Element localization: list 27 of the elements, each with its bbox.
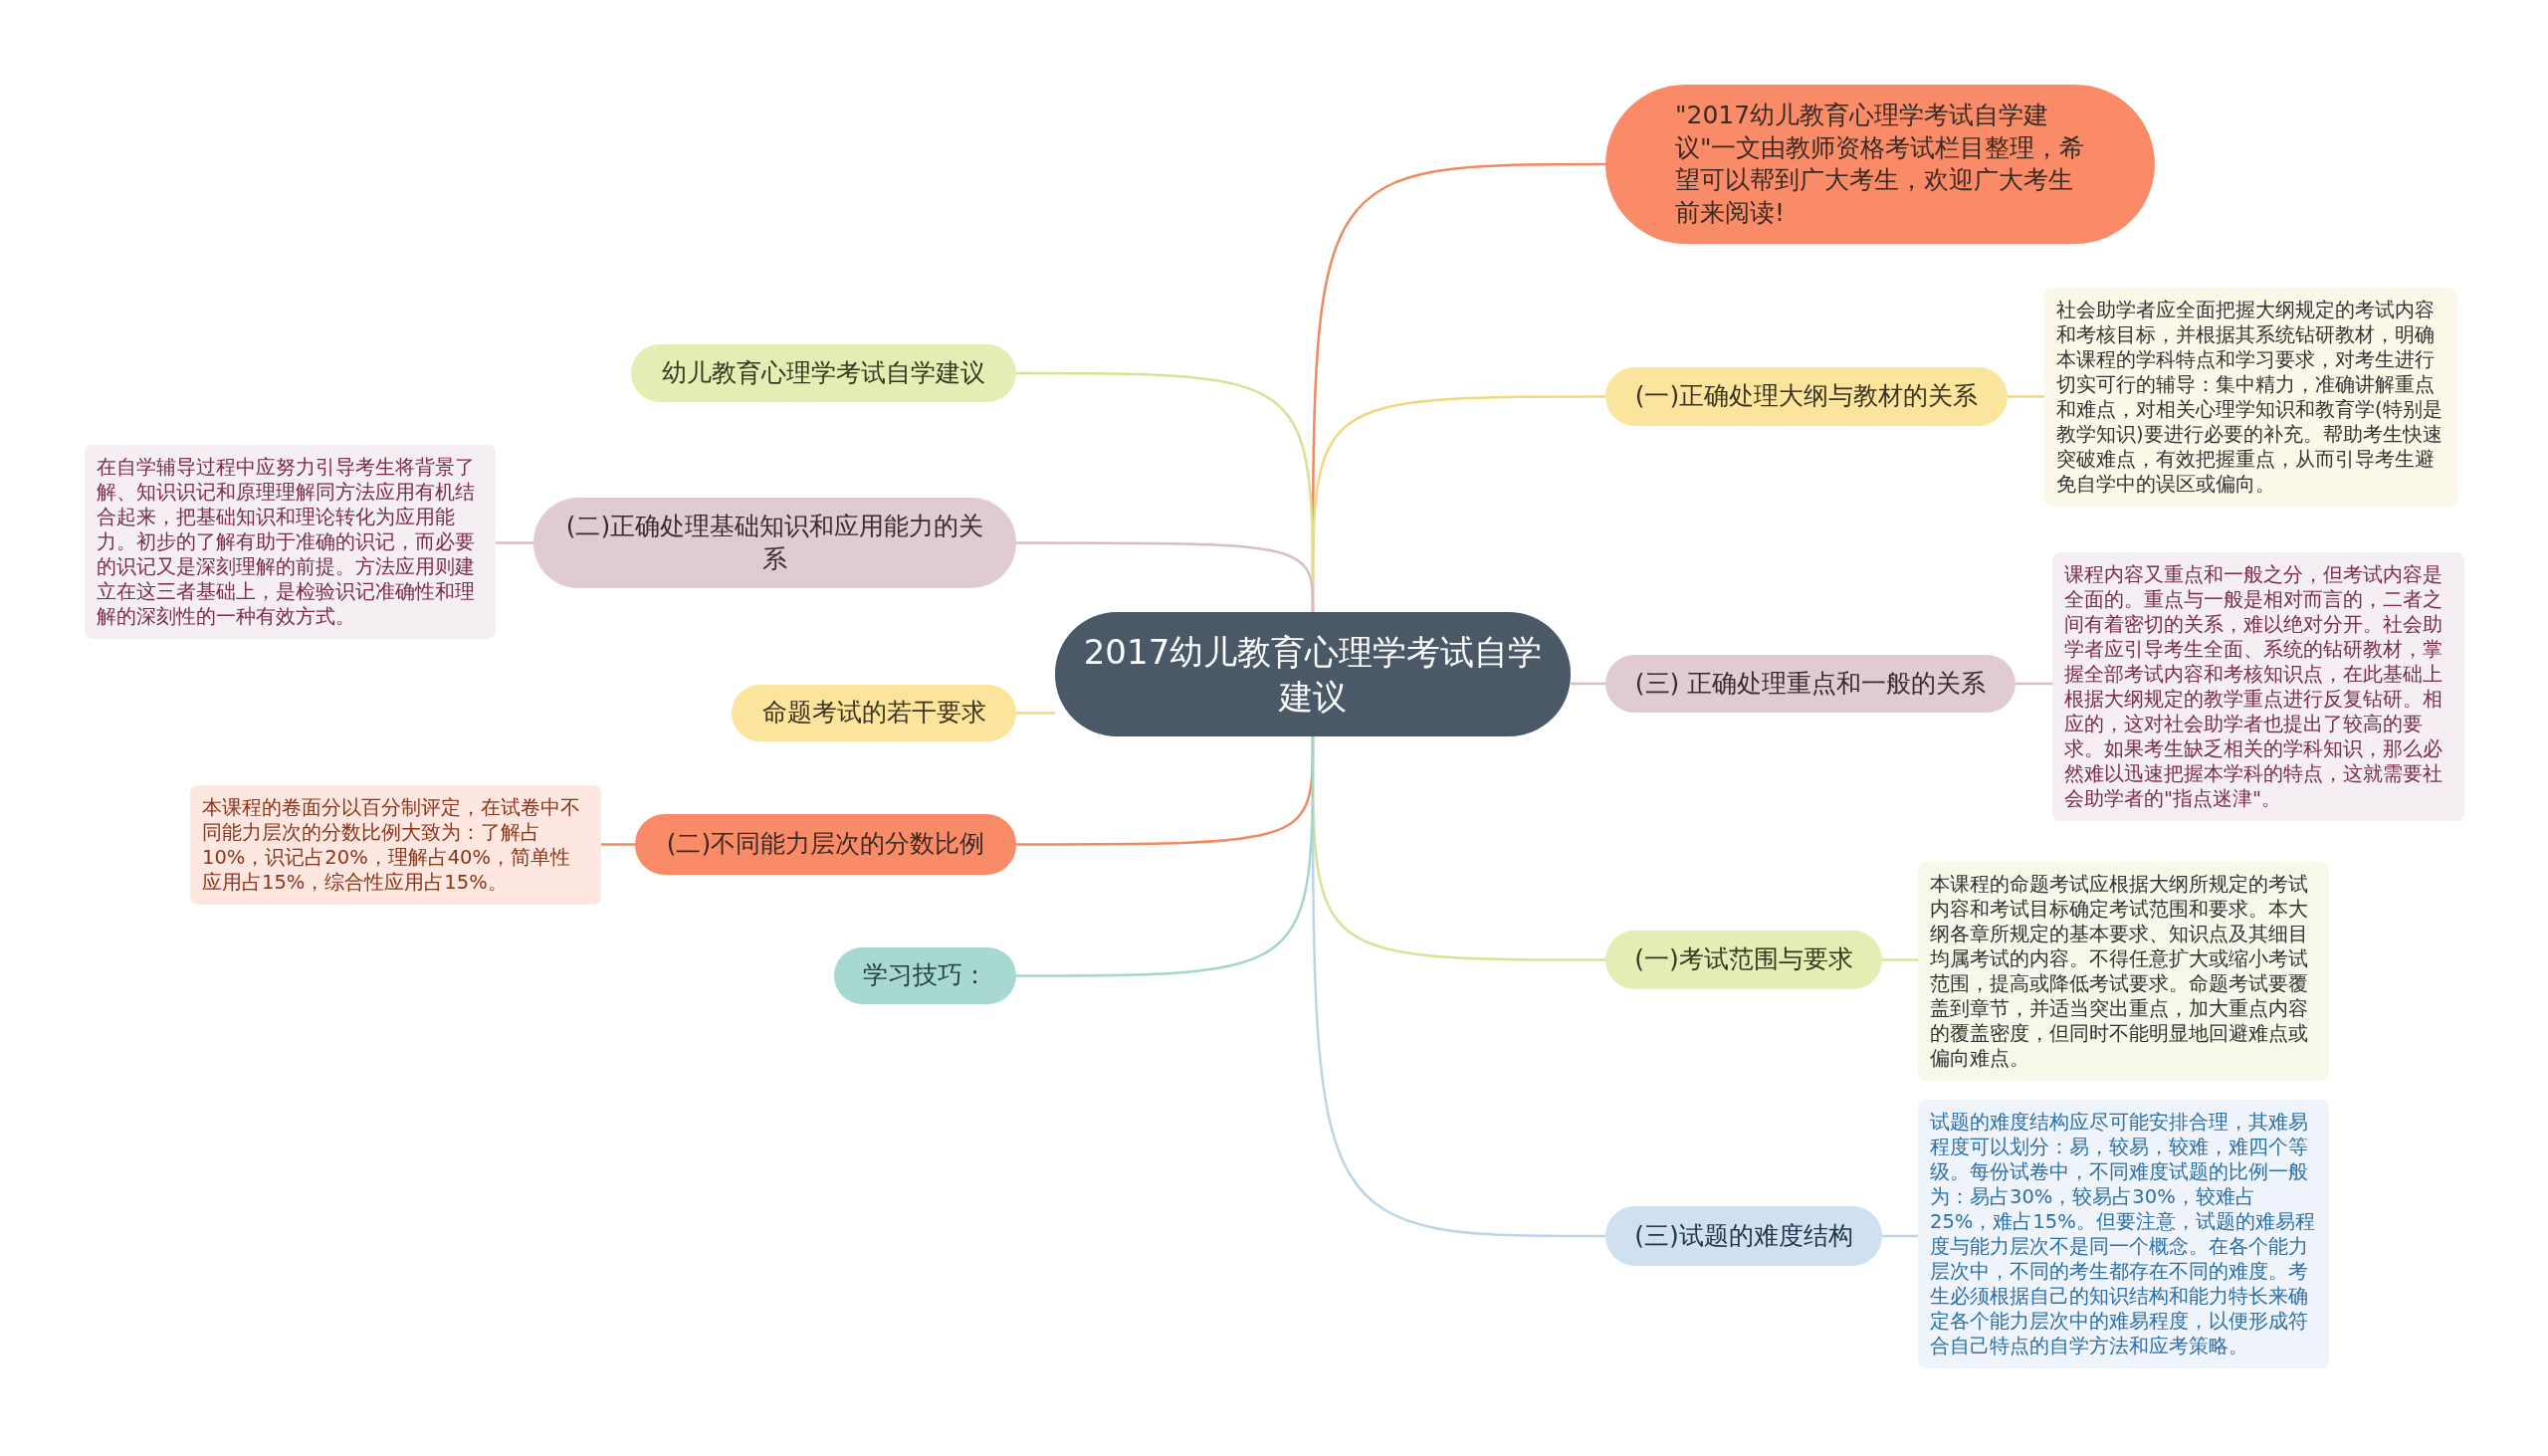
connector-line (1016, 541, 1315, 612)
topic-pill: (三)试题的难度结构 (1605, 1206, 1882, 1266)
connector-line (1571, 682, 1605, 686)
connector-line (2016, 682, 2052, 686)
connector-line (601, 843, 635, 846)
connector-line (496, 541, 533, 544)
topic-pill: 幼儿教育心理学考试自学建议 (631, 344, 1016, 402)
topic-pill: 命题考试的若干要求 (732, 685, 1016, 741)
connector-line (1016, 712, 1055, 715)
note-card: 试题的难度结构应尽可能安排合理，其难易程度可以划分：易，较易，较难，难四个等级。每份试卷中，不同难度试题的比例一般为：易占30%，较易占30%，较难占25%，难占15%。但要注意，试题的难易程度与能力层次不是同一个概念。在各个能力层次中，不同的考生都存在不同的难度。考生必须根据自己的知识结构和能力特长来确定各个能力层次中的难易程度，以便形成符合自己特点的自学方法和应考策略。 (1918, 1100, 2329, 1368)
note-card: 本课程的卷面分以百分制评定，在试卷中不同能力层次的分数比例大致为：了解占10%，识记占20%，理解占40%，简单性应用占15%，综合性应用占15%。 (190, 785, 601, 905)
topic-pill: (二)正确处理基础知识和应用能力的关系 (533, 498, 1016, 588)
connector-line (1882, 1234, 1918, 1238)
connector-line (1016, 736, 1315, 977)
note-card: 在自学辅导过程中应努力引导考生将背景了解、知识识记和原理理解同方法应用有机结合起来，把基础知识和理论转化为应用能力。初步的了解有助于准确的识记，而必要的识记又是深刻理解的前提。方法应用则建立在这三者基础上，是检验识记准确性和理解的深刻性的一种有效方式。 (85, 445, 496, 639)
topic-pill: (一)正确处理大纲与教材的关系 (1605, 367, 2008, 426)
connector-line (1882, 958, 1918, 961)
connector-line (2008, 395, 2044, 398)
central-topic: 2017幼儿教育心理学考试自学建议 (1055, 612, 1571, 736)
topic-pill: (一)考试范围与要求 (1605, 931, 1882, 989)
topic-pill: (三) 正确处理重点和一般的关系 (1605, 655, 2016, 713)
note-card: 课程内容又重点和一般之分，但考试内容是全面的。重点与一般是相对而言的，二者之间有着密切的关系，难以绝对分开。社会助学者应引导考生全面、系统的钻研教材，掌握全部考试内容和考核知识点，在此基础上根据大纲规定的教学重点进行反复钻研。相应的，这对社会助学者也提出了较高的要求。如果考生缺乏相关的学科知识，那么必然难以迅速把握本学科的特点，这就需要社会助学者的"指点迷津"。 (2052, 552, 2464, 821)
note-card: 社会助学者应全面把握大纲规定的考试内容和考核目标，并根据其系统钻研教材，明确本课程的学科特点和学习要求，对考生进行切实可行的辅导：集中精力，准确讲解重点和难点，对相关心理学知识和教育学(特别是教学知识)要进行必要的补充。帮助考生快速突破难点，有效把握重点，从而引导考生避免自学中的误区或偏向。 (2044, 288, 2457, 507)
callout-bubble: "2017幼儿教育心理学考试自学建议"一文由教师资格考试栏目整理，希望可以帮到广大考生，欢迎广大考生前来阅读! (1605, 85, 2155, 244)
topic-pill: (二)不同能力层次的分数比例 (635, 814, 1016, 875)
topic-pill: 学习技巧： (834, 947, 1016, 1004)
note-card: 本课程的命题考试应根据大纲所规定的考试内容和考试目标确定考试范围和要求。本大纲各章所规定的基本要求、知识点及其细目均属考试的内容。不得任意扩大或缩小考试范围，提高或降低考试要求。命题考试要覆盖到章节，并适当突出重点，加大重点内容的覆盖密度，但同时不能明显地回避难点或偏向难点。 (1918, 862, 2329, 1081)
